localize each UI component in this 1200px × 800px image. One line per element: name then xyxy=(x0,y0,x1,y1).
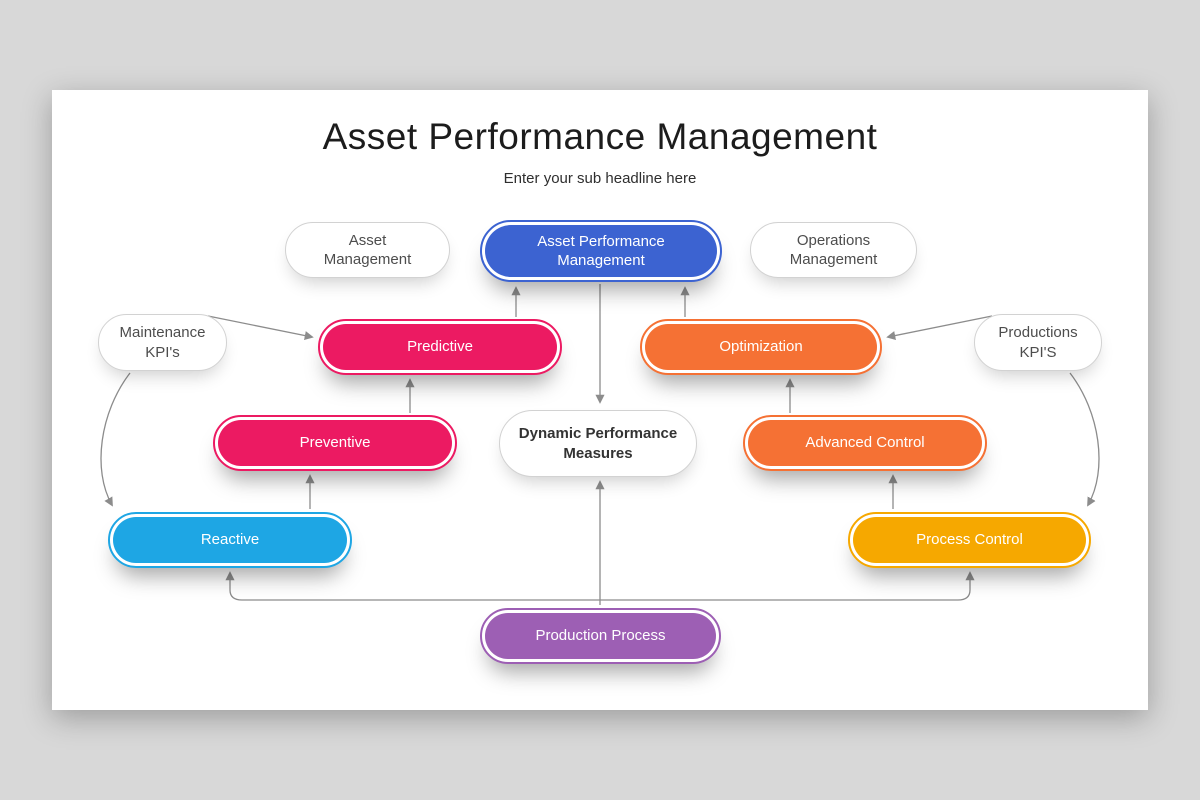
connector-production-to-reactive xyxy=(225,571,600,601)
node-asset-performance-management: Asset Performance Management xyxy=(480,220,722,282)
node-reactive-label: Reactive xyxy=(113,517,347,563)
slide: Asset Performance Management Enter your … xyxy=(52,90,1148,710)
node-predictive: Predictive xyxy=(318,319,562,375)
node-process-control-label: Process Control xyxy=(853,517,1086,563)
connector-production-to-process-control xyxy=(600,571,975,601)
node-optimization-label: Optimization xyxy=(645,324,877,370)
node-asset-performance-management-label: Asset Performance Management xyxy=(485,225,717,277)
node-optimization: Optimization xyxy=(640,319,882,375)
node-asset-management-label: Asset Management xyxy=(289,226,446,274)
node-production-process-label: Production Process xyxy=(485,613,716,659)
node-dynamic-performance-measures-label: Dynamic Performance Measures xyxy=(503,414,693,473)
node-maintenance-kpis: Maintenance KPI's xyxy=(98,314,227,371)
page-title: Asset Performance Management xyxy=(322,116,878,157)
node-asset-management: Asset Management xyxy=(285,222,450,278)
page-subtitle: Enter your sub headline here xyxy=(503,170,697,187)
node-predictive-label: Predictive xyxy=(323,324,557,370)
node-production-process: Production Process xyxy=(480,608,721,664)
connector-maint-kpi-to-reactive xyxy=(100,372,131,507)
node-process-control: Process Control xyxy=(848,512,1091,568)
node-reactive: Reactive xyxy=(108,512,352,568)
node-advanced-control-label: Advanced Control xyxy=(748,420,982,466)
node-preventive-label: Preventive xyxy=(218,420,452,466)
node-operations-management-label: Operations Management xyxy=(754,226,913,274)
node-dynamic-performance-measures: Dynamic Performance Measures xyxy=(499,410,697,477)
slide-header: Asset Performance Management Enter your … xyxy=(52,90,1148,187)
node-preventive: Preventive xyxy=(213,415,457,471)
node-operations-management: Operations Management xyxy=(750,222,917,278)
node-maintenance-kpis-label: Maintenance KPI's xyxy=(102,318,223,367)
node-productions-kpis-label: Productions KPI'S xyxy=(978,318,1098,367)
node-productions-kpis: Productions KPI'S xyxy=(974,314,1102,371)
node-advanced-control: Advanced Control xyxy=(743,415,987,471)
connector-prod-kpi-to-process-control xyxy=(1069,372,1100,507)
